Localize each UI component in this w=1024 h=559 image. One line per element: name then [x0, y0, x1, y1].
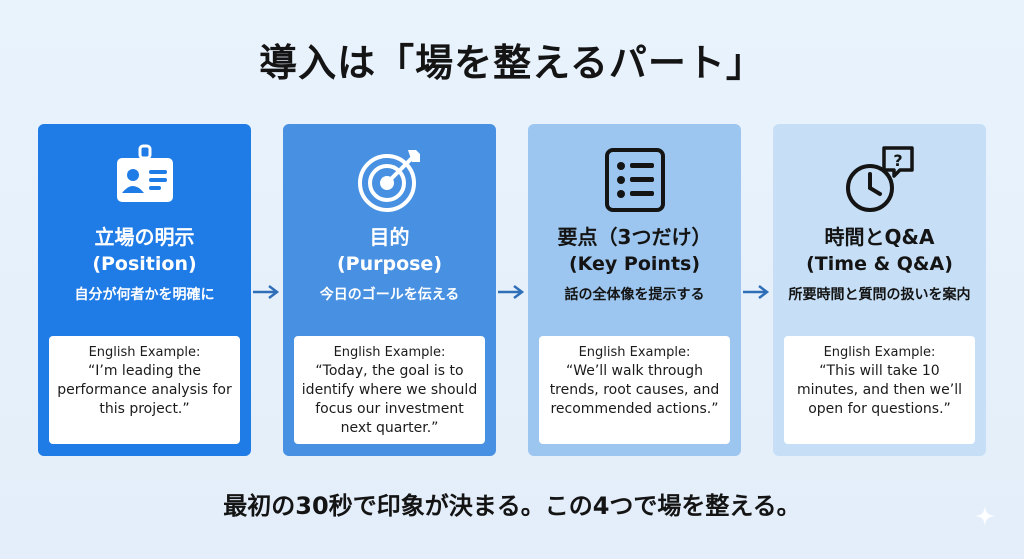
example-label: English Example:	[88, 345, 201, 360]
card-description: 自分が何者かを明確に	[74, 287, 215, 303]
example-quote: “This will take 10 minutes, and then we’…	[797, 363, 962, 417]
example-quote: “Today, the goal is to identify where we…	[301, 363, 478, 436]
example-label: English Example:	[333, 345, 446, 360]
example-box: English Example: “I’m leading the perfor…	[49, 336, 240, 444]
example-quote: “I’m leading the performance analysis fo…	[57, 363, 232, 417]
card-subheading: (Position)	[92, 253, 197, 275]
clock-question-icon: ?	[845, 146, 914, 212]
card-description: 所要時間と質問の扱いを案内	[788, 287, 971, 303]
card-heading: 要点（3つだけ）	[557, 225, 712, 249]
sparkle-icon	[975, 506, 995, 526]
arrow-right-icon	[498, 285, 525, 299]
card-purpose: 目的 (Purpose) 今日のゴールを伝える English Example:…	[283, 124, 496, 456]
example-box: English Example: “Today, the goal is to …	[294, 336, 485, 444]
target-icon	[357, 150, 420, 212]
card-description: 今日のゴールを伝える	[319, 287, 460, 303]
card-heading: 時間とQ&A	[824, 225, 935, 249]
card-key-points: 要点（3つだけ） (Key Points) 話の全体像を提示する English…	[528, 124, 741, 456]
card-subheading: (Purpose)	[336, 253, 443, 275]
card-subheading: (Key Points)	[568, 253, 701, 275]
arrow-right-icon	[253, 285, 280, 299]
arrow-right-icon	[743, 285, 770, 299]
list-icon	[604, 148, 665, 212]
id-badge-icon	[116, 144, 173, 202]
example-label: English Example:	[823, 345, 936, 360]
example-box: English Example: “This will take 10 minu…	[784, 336, 975, 444]
card-time-qa: ? 時間とQ&A (Time & Q&A) 所要時間と質問の扱いを案内 Engl…	[773, 124, 986, 456]
footer-message: 最初の30秒で印象が決まる。この4つで場を整える。	[223, 492, 801, 520]
page-title: 導入は「場を整えるパート」	[259, 41, 765, 85]
card-subheading: (Time & Q&A)	[806, 253, 953, 275]
card-heading: 立場の明示	[94, 225, 195, 249]
example-box: English Example: “We’ll walk through tre…	[539, 336, 730, 444]
example-quote: “We’ll walk through trends, root causes,…	[549, 363, 720, 417]
card-heading: 目的	[369, 225, 410, 249]
example-label: English Example:	[578, 345, 691, 360]
card-position: 立場の明示 (Position) 自分が何者かを明確に English Exam…	[38, 124, 251, 456]
svg-text:?: ?	[893, 151, 902, 170]
card-description: 話の全体像を提示する	[564, 287, 705, 303]
